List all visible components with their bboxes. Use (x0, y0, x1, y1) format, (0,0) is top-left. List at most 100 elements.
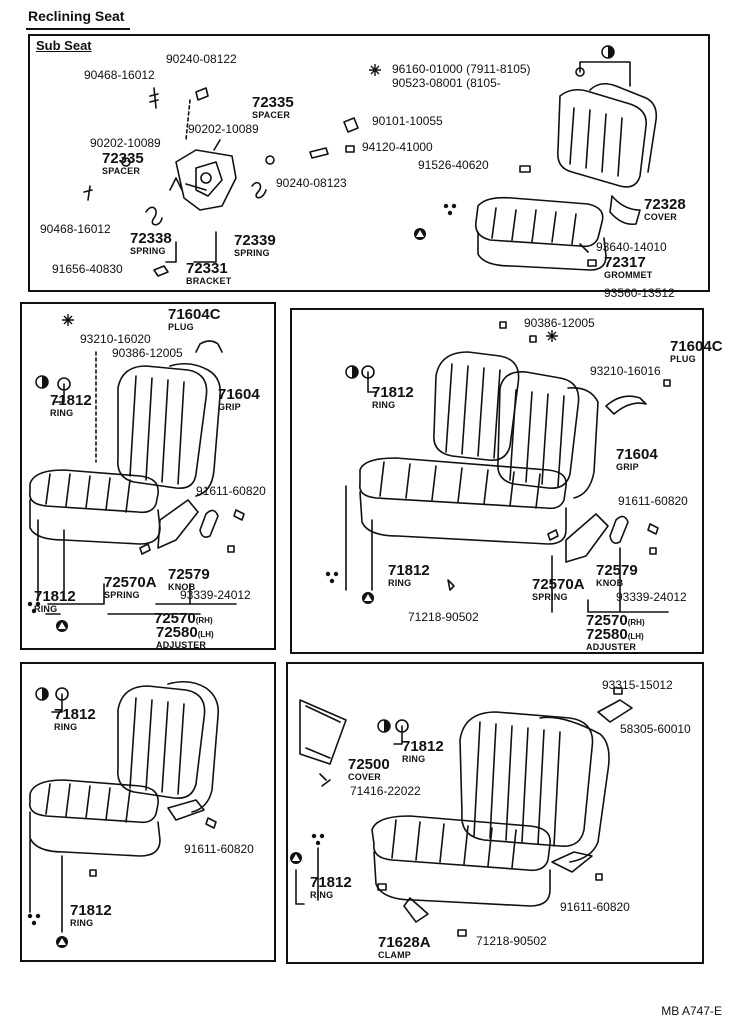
part-number-p14: 72331 (186, 260, 228, 277)
bench-seat-drawing (295, 687, 633, 937)
part-desc-p28: SPRING (104, 590, 140, 600)
part-number-p51: 58305-60010 (620, 722, 691, 736)
side-suffix: (LH) (197, 630, 214, 639)
part-desc-p20: GROMMET (604, 270, 653, 280)
part-number-p39: 91611-60820 (618, 494, 688, 508)
part-number-p18: 72328 (644, 196, 686, 213)
part-number-p40: 71812 (388, 562, 430, 579)
triangle-symbol-1 (414, 228, 426, 240)
part-number-p46: 72580(LH) (586, 626, 644, 643)
part-number-p35: 71604C (670, 338, 723, 355)
side-suffix: (RH) (195, 616, 213, 625)
part-number-p5: 90202-10089 (188, 122, 259, 136)
part-number-p42: 72579 (596, 562, 638, 579)
part-number-p58: 71218-90502 (476, 934, 547, 948)
part-number-p2: 90468-16012 (84, 68, 155, 82)
part-number-p29: 72579 (168, 566, 210, 583)
part-number-p30: 93339-24012 (180, 588, 251, 602)
part-number-p53: 71416-22022 (350, 784, 421, 798)
part-number-p28: 72570A (104, 574, 157, 591)
part-number-p50: 93315-15012 (602, 678, 673, 692)
part-number-p6: 72335 (102, 150, 144, 167)
part-desc-p29: KNOB (168, 582, 196, 592)
bolt-cluster-symbols (27, 203, 457, 926)
half-circle-symbol-5 (377, 719, 391, 733)
triangle-symbol-5 (290, 852, 302, 864)
part-desc-p6: SPACER (102, 166, 141, 176)
part-desc-p33: RING (34, 604, 58, 614)
part-desc-p14: BRACKET (186, 276, 232, 286)
part-number-p32: 72580(LH) (156, 624, 214, 641)
part-number-p12: 72339 (234, 232, 276, 249)
panel-bottom-right (286, 662, 704, 964)
part-number-p8: 94120-41000 (362, 140, 433, 154)
part-desc-p56: RING (310, 890, 334, 900)
part-desc-p54: RING (402, 754, 426, 764)
screw-drawing (343, 117, 359, 133)
part-number-p33: 71812 (34, 588, 76, 605)
panel-sub-seat (28, 34, 710, 292)
part-number-p37: 93210-16016 (590, 364, 661, 378)
split-bench-seat-drawing (345, 321, 671, 613)
part-number-p11: 72338 (130, 230, 172, 247)
part-desc-p25: RING (50, 408, 74, 418)
part-number-p19: 93640-14010 (596, 240, 667, 254)
title-underline (26, 28, 130, 30)
part-number-p43: 93339-24012 (616, 590, 687, 604)
part-desc-p49: RING (70, 918, 94, 928)
part-desc-p3: SPACER (252, 110, 291, 120)
part-number-p48: 91611-60820 (184, 842, 254, 856)
part-desc-p38: GRIP (616, 462, 639, 472)
part-number-p10: 90468-16012 (40, 222, 111, 236)
triangle-symbol-2 (56, 620, 68, 632)
part-number-p13: 91656-40830 (52, 262, 123, 276)
part-number-p4: 90202-10089 (90, 136, 161, 150)
part-desc-p41: SPRING (532, 592, 568, 602)
part-desc-p26: GRIP (218, 402, 241, 412)
figure-code: MB A747-E (661, 1004, 722, 1018)
part-desc-p40: RING (388, 578, 412, 588)
part-desc-p36: RING (372, 400, 396, 410)
bracket-assembly-drawing (169, 139, 237, 211)
part-desc-p32: ADJUSTER (156, 640, 207, 650)
part-desc-p22: PLUG (168, 322, 194, 332)
bucket-seat-drawing-2 (29, 680, 220, 933)
part-desc-p57: CLAMP (378, 950, 411, 960)
part-number-p21: 93560-13512 (604, 286, 675, 300)
part-number-p20: 72317 (604, 254, 646, 271)
part-number-p3: 72335 (252, 94, 294, 111)
part-number-p27: 91611-60820 (196, 484, 266, 498)
part-number-p55: 91611-60820 (560, 900, 630, 914)
part-number-p47: 71812 (54, 706, 96, 723)
part-number-p17: 91526-40620 (418, 158, 489, 172)
part-number-p49: 71812 (70, 902, 112, 919)
page-title: Reclining Seat (28, 8, 125, 24)
part-desc-p12: SPRING (234, 248, 270, 258)
part-number-p26: 71604 (218, 386, 260, 403)
part-desc-p46: ADJUSTER (586, 642, 637, 652)
part-desc-p18: COVER (644, 212, 678, 222)
part-number-p31: 72570(RH) (154, 610, 213, 627)
part-desc-p47: RING (54, 722, 78, 732)
panel-label-sub-seat: Sub Seat (36, 38, 92, 53)
side-suffix: (RH) (627, 618, 645, 627)
part-number-p1: 90240-08122 (166, 52, 237, 66)
part-number-p22: 71604C (168, 306, 221, 323)
half-circle-symbol-1 (601, 45, 615, 59)
panel-bottom-left (20, 662, 276, 962)
part-number-p36: 71812 (372, 384, 414, 401)
spring-drawing (145, 206, 163, 226)
panel-top-left (20, 302, 276, 650)
clip-drawing (83, 185, 93, 201)
part-number-p38: 71604 (616, 446, 658, 463)
part-desc-p52: COVER (348, 772, 382, 782)
part-number-p41: 72570A (532, 576, 585, 593)
panel-top-right (290, 308, 704, 654)
part-number-p9: 90240-08123 (276, 176, 347, 190)
part-number-p52: 72500 (348, 756, 390, 773)
half-circle-symbol-2 (35, 375, 49, 389)
part-number-p23: 93210-16020 (80, 332, 151, 346)
side-suffix: (LH) (627, 632, 644, 641)
